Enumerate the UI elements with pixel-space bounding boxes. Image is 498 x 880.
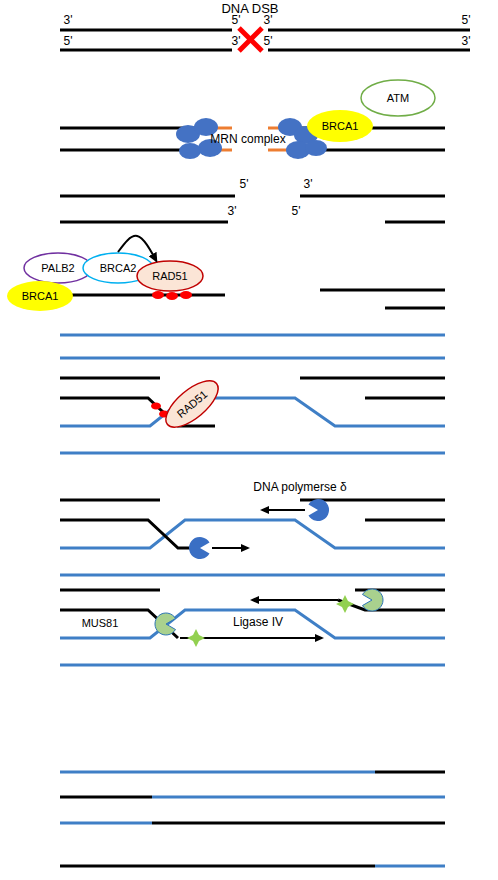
rad51-monomer (152, 291, 164, 299)
dna-strand (385, 221, 445, 224)
text-holder: ATM (360, 79, 436, 117)
strand-end: 3' (264, 13, 273, 27)
template-strand (60, 334, 445, 337)
strand-end: 3' (462, 34, 471, 48)
nuclease-symbol (155, 613, 176, 635)
template-strand (152, 796, 445, 799)
strand-end: 5' (64, 34, 73, 48)
break-cross (239, 28, 262, 51)
dna-strand (60, 865, 375, 868)
template-strand (60, 452, 445, 455)
enzyme-label: DNA polymerse δ (253, 480, 346, 494)
synthesis-arrow (252, 599, 338, 601)
invading-strand (60, 520, 200, 548)
dna-strand (300, 377, 445, 380)
template-strand (60, 771, 375, 774)
protein-name: BRCA1 (22, 290, 59, 303)
mrn-subunit (179, 143, 201, 159)
dna-strand (338, 600, 445, 610)
ligase-star (336, 595, 354, 613)
strand-end: 3' (232, 34, 241, 48)
dna-strand (60, 221, 228, 224)
dna-strand (60, 49, 232, 52)
template-strand (60, 610, 445, 638)
strand-end: 5' (292, 204, 301, 218)
dna-strand (268, 29, 470, 32)
strand-end: 5' (240, 177, 249, 191)
dna-strand (60, 195, 235, 198)
dna-strand (60, 499, 160, 502)
ellipse-shape (7, 281, 73, 311)
rad51-monomer (166, 292, 178, 300)
protein-name: BRCA1 (322, 120, 359, 133)
dna-strand (365, 397, 445, 400)
enzyme-label: Ligase IV (233, 615, 283, 629)
dna-strand (268, 49, 470, 52)
protein-name: RAD51 (174, 388, 210, 421)
dna-strand (300, 195, 445, 198)
dna-strand (60, 294, 225, 297)
dna-strand (60, 796, 152, 799)
synthesis-arrow (262, 509, 305, 511)
protein-ellipse: BRCA1 (6, 280, 74, 312)
dna-strand (320, 289, 445, 292)
mrn-subunit (305, 140, 327, 156)
text-holder: BRCA1 (306, 109, 374, 143)
protein-ellipse: RAD51 (136, 260, 204, 292)
template-strand (60, 822, 152, 825)
text-holder: BRCA1 (6, 280, 74, 312)
template-strand (60, 357, 445, 360)
template-strand (60, 398, 445, 426)
dna-strand (60, 377, 160, 380)
invading-strand (60, 610, 178, 638)
strand-end: 5' (462, 13, 471, 27)
strand-end: 3' (228, 204, 237, 218)
dna-strand (365, 519, 445, 522)
template-strand (60, 520, 445, 548)
protein-ellipse: ATM (360, 79, 436, 117)
strand-end: 3' (64, 13, 73, 27)
protein-ellipse: BRCA1 (306, 109, 374, 143)
text-holder: RAD51 (136, 260, 204, 292)
strand-end: 5' (264, 34, 273, 48)
dna-strand (375, 771, 445, 774)
polymerase-symbol (309, 499, 330, 521)
ellipse-shape (24, 253, 92, 283)
template-strand (60, 574, 445, 577)
ellipse-shape (307, 110, 373, 142)
template-strand (375, 865, 445, 868)
protein-name: RAD51 (152, 270, 187, 283)
protein-name: PALB2 (41, 262, 74, 275)
dna-strand (152, 822, 445, 825)
complex-label: MRN complex (210, 132, 285, 146)
polymerase-symbol (189, 537, 210, 559)
nuclease-symbol (363, 589, 384, 611)
dna-strand (60, 589, 160, 592)
template-strand (60, 664, 445, 667)
ellipse-shape (158, 373, 225, 436)
dna-strand (60, 29, 232, 32)
ligase-star (187, 629, 205, 647)
strand-end: 5' (232, 13, 241, 27)
break-cross (239, 28, 262, 51)
strand-end: 3' (304, 177, 313, 191)
ellipse-shape (361, 80, 435, 116)
dna-strand (385, 307, 445, 310)
synthesis-arrow (212, 547, 248, 549)
protein-name: BRCA2 (100, 262, 137, 275)
protein-name: ATM (387, 92, 409, 105)
rad51-monomer (180, 291, 192, 299)
rad51-monomer (151, 403, 161, 410)
enzyme-label: MUS81 (82, 616, 119, 630)
ellipse-shape (137, 261, 203, 291)
